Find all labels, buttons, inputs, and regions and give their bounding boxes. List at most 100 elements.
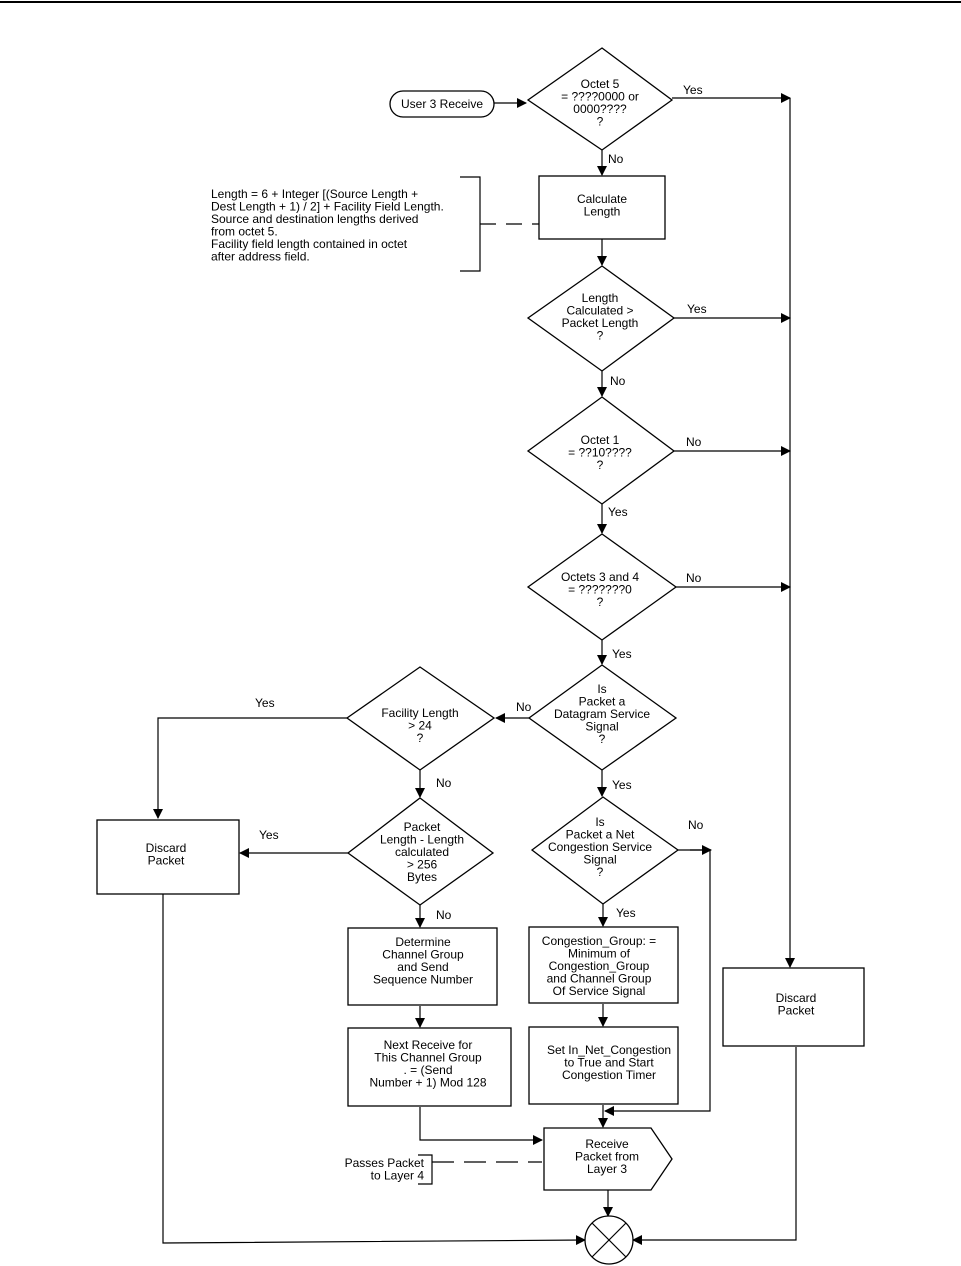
- decision-facility-label-line: Facility Length: [381, 706, 458, 720]
- decision-length-label-line: Length: [582, 291, 619, 305]
- edge-next-receive: [419, 1107, 543, 1145]
- discard-left-label-line: Packet: [148, 854, 185, 868]
- passes-packet-text-line: to Layer 4: [371, 1169, 425, 1183]
- decision-facility-label: Facility Length> 24?: [381, 706, 458, 745]
- congestion-group-label-line: Of Service Signal: [553, 984, 646, 998]
- edge-discard-right-end: [632, 1047, 797, 1245]
- congestion-group-label-line: Congestion_Group: [549, 959, 650, 973]
- decision-octet1-label-line: ?: [597, 458, 604, 472]
- passes-packet-text-line: Passes Packet: [345, 1156, 425, 1170]
- calculate-length-label-line: Length: [584, 205, 621, 219]
- decision-octet5-label-line: Octet 5: [581, 77, 620, 91]
- label-datagram-yes: Yes: [612, 778, 632, 792]
- length-formula-text-line: from octet 5.: [211, 225, 278, 239]
- decision-datagram-label-line: ?: [599, 732, 606, 746]
- label-net-congestion-no: No: [688, 818, 704, 832]
- connectors: [153, 93, 797, 1246]
- decision-length-label-line: ?: [597, 329, 604, 343]
- label-octet5-yes: Yes: [683, 83, 703, 97]
- decision-octet1-label-line: Octet 1: [581, 433, 620, 447]
- congestion-group-label-line: Congestion_Group: =: [542, 934, 656, 948]
- decision-octets34-label: Octets 3 and 4= ???????0?: [561, 570, 639, 609]
- decision-facility-label-line: > 24: [408, 719, 432, 733]
- label-octet1-yes: Yes: [608, 505, 628, 519]
- set-net-congestion-label-line: Set In_Net_Congestion: [547, 1043, 671, 1057]
- label-datagram-no: No: [516, 700, 532, 714]
- next-receive-label-line: Number + 1) Mod 128: [369, 1076, 486, 1090]
- decision-net-congestion-label-line: ?: [597, 865, 604, 879]
- decision-packet-length-label-line: calculated: [395, 845, 449, 859]
- determine-channel-label-line: Determine: [395, 935, 451, 949]
- decision-octet5-label-line: = ????0000 or: [561, 90, 639, 104]
- discard-right-label-line: Discard: [776, 991, 817, 1005]
- edge-labels: Yes No Yes No No Yes No Yes No Yes Yes N…: [255, 83, 707, 922]
- receive-packet-label-line: Layer 3: [587, 1162, 627, 1176]
- length-formula-text-line: Facility field length contained in octet: [211, 237, 408, 251]
- decision-net-congestion-label-line: Is: [595, 815, 604, 829]
- length-formula-text-line: Length = 6 + Integer [(Source Length +: [211, 187, 418, 201]
- receive-packet-label-line: Packet from: [575, 1150, 639, 1164]
- label-length-no: No: [610, 374, 626, 388]
- decision-packet-length-label-line: Bytes: [407, 870, 437, 884]
- start-label-line: User 3 Receive: [401, 97, 483, 111]
- note-length-formula: Length = 6 + Integer [(Source Length +De…: [211, 176, 481, 272]
- next-receive-label-line: Next Receive for: [384, 1038, 473, 1052]
- calculate-length-label-line: Calculate: [577, 192, 627, 206]
- decision-octet5-label-line: 0000????: [573, 102, 627, 116]
- determine-channel-label-line: Channel Group: [382, 948, 464, 962]
- start-label: User 3 Receive: [401, 97, 483, 111]
- next-receive-label-line: . = (Send: [403, 1063, 452, 1077]
- label-net-congestion-yes: Yes: [616, 906, 636, 920]
- label-octets34-no: No: [686, 571, 702, 585]
- label-packet-len-yes: Yes: [259, 828, 279, 842]
- discard-right-label-line: Packet: [778, 1004, 815, 1018]
- label-octets34-yes: Yes: [612, 647, 632, 661]
- decision-length-label-line: Packet Length: [562, 316, 639, 330]
- determine-channel-label-line: and Send: [397, 960, 448, 974]
- label-facility-no: No: [436, 776, 452, 790]
- set-net-congestion-label-line: Congestion Timer: [562, 1068, 656, 1082]
- discard-left-label-line: Discard: [146, 841, 187, 855]
- label-packet-len-no: No: [436, 908, 452, 922]
- decision-datagram-label-line: Signal: [585, 720, 618, 734]
- label-facility-yes: Yes: [255, 696, 275, 710]
- length-formula-text: Length = 6 + Integer [(Source Length +De…: [211, 187, 444, 264]
- decision-datagram-label-line: Is: [597, 682, 606, 696]
- next-receive-label-line: This Channel Group: [374, 1051, 482, 1065]
- decision-octets34: Octets 3 and 4= ???????0?: [526, 533, 678, 641]
- set-net-congestion-label-line: to True and Start: [564, 1056, 654, 1070]
- decision-packet-length-label-line: Length - Length: [380, 833, 464, 847]
- receive-packet-label-line: Receive: [585, 1137, 629, 1151]
- decision-packet-length-label-line: Packet: [404, 820, 441, 834]
- decision-facility-length: Facility Length> 24?: [345, 666, 496, 771]
- decision-facility-label-line: ?: [417, 731, 424, 745]
- decision-octets34-label-line: Octets 3 and 4: [561, 570, 639, 584]
- length-formula-text-line: Dest Length + 1) / 2] + Facility Field L…: [211, 200, 444, 214]
- node-start: User 3 Receive: [389, 90, 495, 118]
- end-connector: [584, 1215, 634, 1265]
- decision-octet5-label-line: ?: [597, 115, 604, 129]
- decision-packet-length-label-line: > 256: [407, 858, 438, 872]
- edge-discard-left-end: [162, 894, 586, 1246]
- label-octet5-no: No: [608, 152, 624, 166]
